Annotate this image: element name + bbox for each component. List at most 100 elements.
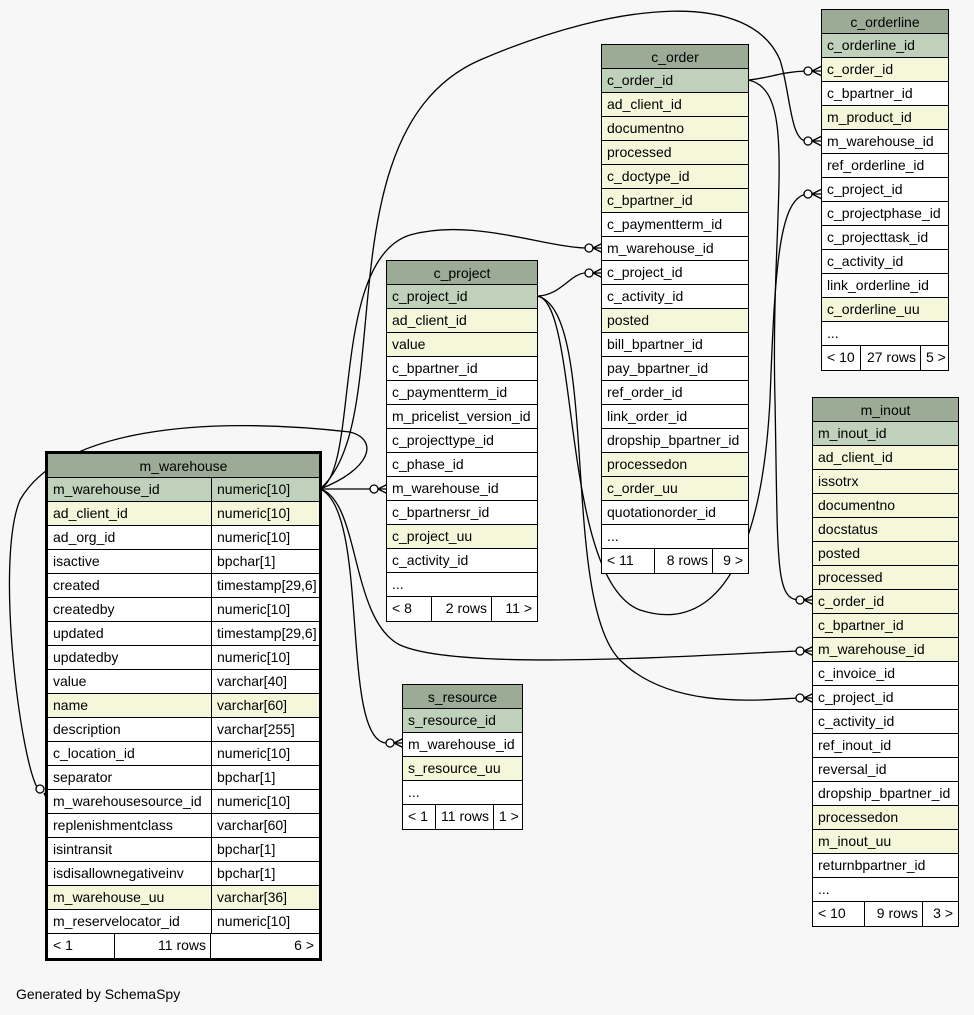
column-row: docstatus — [813, 518, 958, 542]
column-name: m_reservelocator_id — [53, 913, 180, 929]
table-header[interactable]: c_order — [602, 45, 748, 69]
footer-prev-link[interactable]: < 8 — [392, 600, 412, 616]
column-row: m_warehouse_id — [403, 733, 522, 757]
column-name: c_order_id — [818, 593, 885, 609]
column-type: bpchar[1] — [211, 838, 319, 861]
footer-row-count: 11 rows — [435, 805, 493, 829]
column-name: docstatus — [818, 521, 878, 537]
column-row: reversal_id — [813, 758, 958, 782]
column-row: c_bpartner_id — [387, 357, 537, 381]
edge-sresource-mwarehouse — [319, 488, 387, 744]
column-row: c_phase_id — [387, 453, 537, 477]
column-name: quotationorder_id — [607, 504, 716, 520]
column-name: ... — [607, 528, 619, 544]
column-row: c_order_id — [602, 69, 748, 93]
column-name: issotrx — [818, 473, 859, 489]
column-row: c_order_uu — [602, 477, 748, 501]
column-name: m_inout_uu — [818, 833, 892, 849]
column-row: m_pricelist_version_id — [387, 405, 537, 429]
column-type: numeric[10] — [211, 910, 319, 933]
footer-prev-link[interactable]: < 10 — [827, 349, 855, 365]
footer-prev-link[interactable]: < 11 — [607, 552, 634, 568]
column-type: numeric[10] — [211, 790, 319, 813]
edge-corder-cproject — [536, 272, 586, 297]
footer-prev-link[interactable]: < 1 — [408, 808, 428, 824]
column-row: replenishmentclass varchar[60] — [48, 814, 319, 838]
column-name: createdby — [53, 601, 115, 617]
column-name: c_project_id — [818, 689, 894, 705]
column-row: m_product_id — [822, 106, 948, 130]
column-type: numeric[10] — [211, 742, 319, 765]
column-name: c_projectphase_id — [827, 205, 941, 221]
column-row: ... — [403, 781, 522, 805]
column-name: documentno — [818, 497, 896, 513]
column-name: posted — [818, 545, 861, 561]
table-header[interactable]: m_inout — [813, 398, 958, 422]
column-row: c_bpartner_id — [822, 82, 948, 106]
footer-next-link[interactable]: 5 > — [920, 346, 948, 370]
column-name: c_paymentterm_id — [392, 384, 508, 400]
footer-row-count: 27 rows — [860, 346, 920, 370]
column-row: c_bpartner_id — [813, 614, 958, 638]
column-name: bill_bpartner_id — [607, 336, 703, 352]
column-name: ... — [827, 325, 839, 341]
column-row: c_project_id — [813, 686, 958, 710]
table-header[interactable]: c_orderline — [822, 10, 948, 34]
footer-prev-link[interactable]: < 10 — [818, 905, 846, 921]
column-row: ad_client_id — [813, 446, 958, 470]
column-name: m_product_id — [827, 109, 912, 125]
footer-next-link[interactable]: 6 > — [210, 934, 319, 958]
column-row: m_reservelocator_id numeric[10] — [48, 910, 319, 934]
column-row: s_resource_id — [403, 709, 522, 733]
column-name: ... — [408, 784, 420, 800]
column-name: m_inout_id — [818, 425, 887, 441]
table-header[interactable]: m_warehouse — [48, 454, 319, 478]
column-name: s_resource_id — [408, 712, 496, 728]
column-type: varchar[60] — [211, 814, 319, 837]
footer-row-count: 8 rows — [654, 549, 712, 573]
column-name: link_order_id — [607, 408, 688, 424]
footer-row-count: 11 rows — [114, 934, 210, 958]
footer-next-link[interactable]: 11 > — [491, 597, 537, 621]
footer-next-link[interactable]: 9 > — [712, 549, 748, 573]
column-name: ad_client_id — [607, 96, 682, 112]
column-name: c_project_id — [827, 181, 903, 197]
column-name: ref_order_id — [607, 384, 683, 400]
column-name: c_order_uu — [607, 480, 678, 496]
table-header[interactable]: c_project — [387, 261, 537, 285]
column-row: c_order_id — [822, 58, 948, 82]
footer-next-link[interactable]: 1 > — [493, 805, 522, 829]
column-name: replenishmentclass — [53, 817, 173, 833]
footer-next-link[interactable]: 3 > — [922, 902, 958, 926]
column-type: numeric[10] — [211, 526, 319, 549]
column-name: processed — [607, 144, 672, 160]
footer-prev-link[interactable]: < 1 — [53, 937, 73, 953]
footer-row-count: 2 rows — [431, 597, 491, 621]
column-row: c_projecttype_id — [387, 429, 537, 453]
column-row: c_paymentterm_id — [602, 213, 748, 237]
column-row: c_activity_id — [813, 710, 958, 734]
column-name: isintransit — [53, 841, 113, 857]
table-header[interactable]: s_resource — [403, 685, 522, 709]
column-name: isactive — [53, 553, 100, 569]
column-row: bill_bpartner_id — [602, 333, 748, 357]
column-type: bpchar[1] — [211, 862, 319, 885]
column-row: c_order_id — [813, 590, 958, 614]
column-row: dropship_bpartner_id — [602, 429, 748, 453]
column-type: bpchar[1] — [211, 766, 319, 789]
column-name: c_orderline_uu — [827, 301, 920, 317]
column-name: c_activity_id — [818, 713, 895, 729]
